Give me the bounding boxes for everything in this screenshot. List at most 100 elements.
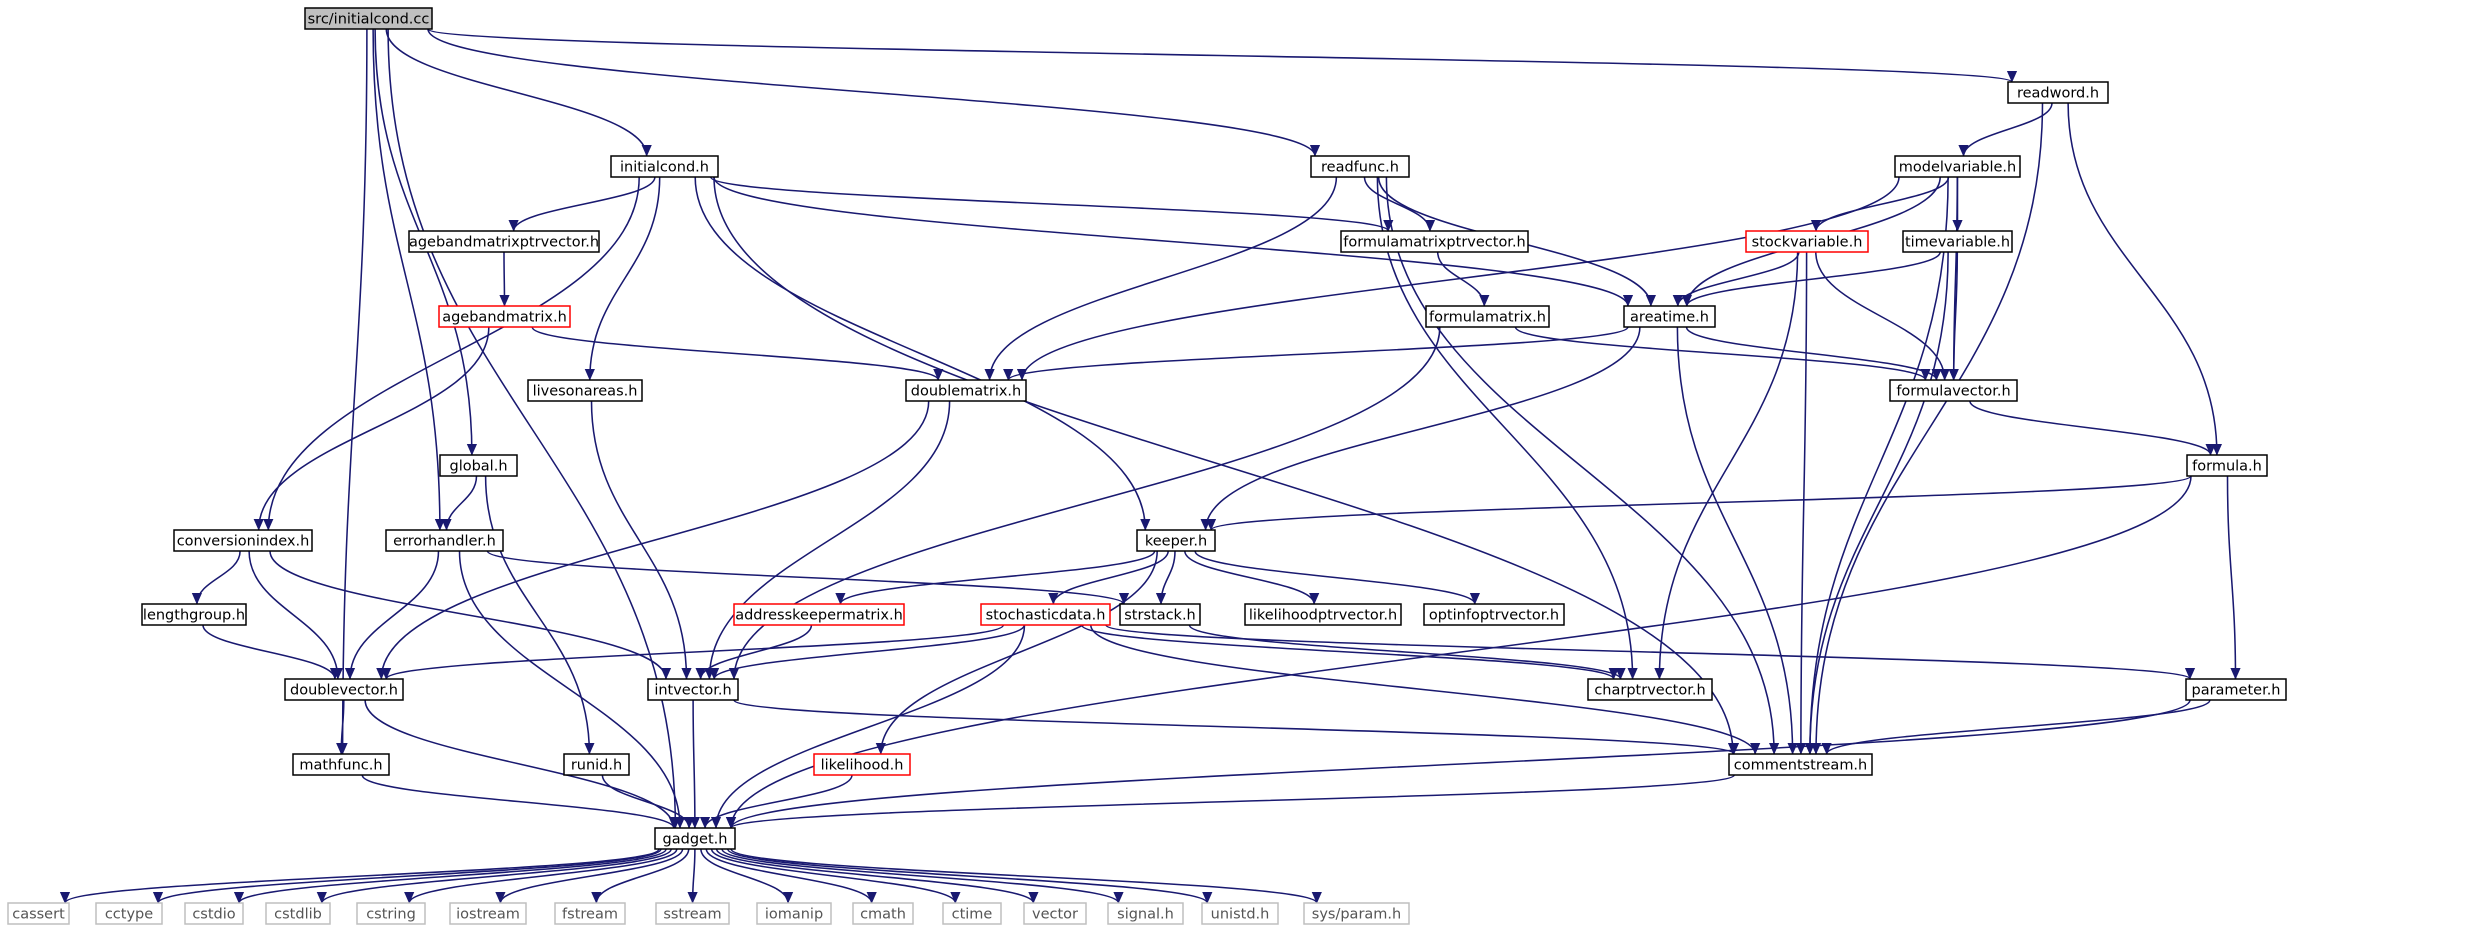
edge-root-to-readword <box>427 28 2017 83</box>
node-timevariable[interactable]: timevariable.h <box>1902 230 2013 253</box>
node-box-parameter <box>2185 678 2287 701</box>
node-readword[interactable]: readword.h <box>2007 81 2109 104</box>
edge-timevariable-to-areatime <box>1681 251 1941 307</box>
node-doublevector[interactable]: doublevector.h <box>284 678 404 701</box>
node-label-doublevector: doublevector.h <box>290 683 398 699</box>
node-lengthgroup[interactable]: lengthgroup.h <box>141 603 247 626</box>
node-formulamatrixptr[interactable]: formulamatrixptrvector.h <box>1340 230 1529 253</box>
node-box-gadget <box>654 827 736 850</box>
node-label-initialcond: initialcond.h <box>620 160 709 176</box>
node-label-formulamatrix: formulamatrix.h <box>1429 310 1546 326</box>
node-livesonareas[interactable]: livesonareas.h <box>527 379 643 402</box>
node-ctime[interactable]: ctime <box>942 902 1002 925</box>
edge-errorhandler-to-gadget <box>458 550 686 829</box>
node-stockvariable[interactable]: stockvariable.h <box>1745 230 1869 253</box>
node-cassert[interactable]: cassert <box>7 902 70 925</box>
node-intvector[interactable]: intvector.h <box>647 678 739 701</box>
node-iostream[interactable]: iostream <box>449 902 527 925</box>
node-likelihoodptr[interactable]: likelihoodptrvector.h <box>1244 603 1402 626</box>
node-readfunc[interactable]: readfunc.h <box>1310 155 1410 178</box>
node-cstring[interactable]: cstring <box>356 902 426 925</box>
node-box-likelihoodptr <box>1244 603 1402 626</box>
node-initialcond[interactable]: initialcond.h <box>610 155 719 178</box>
node-iomanip[interactable]: iomanip <box>756 902 832 925</box>
node-optinfo[interactable]: optinfoptrvector.h <box>1423 603 1565 626</box>
node-addresskeeper[interactable]: addresskeepermatrix.h <box>733 603 905 626</box>
edge-conversionindex-to-intvector <box>269 550 672 680</box>
edge-livesonareas-to-intvector <box>590 400 692 680</box>
node-box-livesonareas <box>527 379 643 402</box>
node-errorhandler[interactable]: errorhandler.h <box>385 529 504 552</box>
edge-global-to-errorhandler <box>441 475 478 531</box>
node-label-runid: runid.h <box>571 758 622 774</box>
node-conversionindex[interactable]: conversionindex.h <box>173 529 313 552</box>
node-sstream[interactable]: sstream <box>655 902 730 925</box>
node-mathfunc[interactable]: mathfunc.h <box>292 753 390 776</box>
node-box-stockvariable <box>1745 230 1869 253</box>
node-box-lengthgroup <box>141 603 247 626</box>
node-cstdio[interactable]: cstdio <box>184 902 244 925</box>
node-label-readword: readword.h <box>2017 86 2099 102</box>
node-modelvariable[interactable]: modelvariable.h <box>1894 155 2021 178</box>
node-label-likelihoodptr: likelihoodptrvector.h <box>1249 608 1397 624</box>
node-box-iomanip <box>756 902 832 925</box>
node-box-doublematrix <box>905 379 1027 402</box>
node-stochasticdata[interactable]: stochasticdata.h <box>980 603 1111 626</box>
edge-keeper-to-strstack <box>1155 550 1176 605</box>
edge-mathfunc-to-gadget <box>361 774 679 829</box>
node-strstack[interactable]: strstack.h <box>1119 603 1201 626</box>
node-label-keeper: keeper.h <box>1145 534 1207 550</box>
edge-formulavector-to-formula <box>1969 400 2216 456</box>
edge-stochasticdata-to-parameter <box>1105 624 2195 680</box>
edge-initialcond-to-conversionindex <box>263 176 640 531</box>
edge-doublematrix-to-intvector <box>704 400 951 680</box>
edge-doublevector-to-gadget <box>364 699 679 829</box>
node-formulavector[interactable]: formulavector.h <box>1889 379 2018 402</box>
node-parameter[interactable]: parameter.h <box>2185 678 2287 701</box>
node-agebandptr[interactable]: agebandmatrixptrvector.h <box>408 230 600 253</box>
node-box-readfunc <box>1310 155 1410 178</box>
edge-stochasticdata-to-commentstream <box>1090 624 1761 755</box>
node-fstream[interactable]: fstream <box>554 902 626 925</box>
edge-stochasticdata-to-gadget <box>710 624 1026 829</box>
edge-keeper-to-stochasticdata <box>1048 550 1169 605</box>
node-runid[interactable]: runid.h <box>563 753 630 776</box>
edge-agebandmatrix-to-conversionindex <box>253 326 490 531</box>
node-box-formula <box>2186 454 2268 477</box>
edge-gadget-to-unistd <box>726 848 1213 904</box>
edge-conversionindex-to-lengthgroup <box>191 550 241 605</box>
edge-stockvariable-to-commentstream <box>1795 251 1808 755</box>
node-doublematrix[interactable]: doublematrix.h <box>905 379 1027 402</box>
node-box-formulamatrix <box>1425 305 1550 328</box>
node-areatime[interactable]: areatime.h <box>1623 305 1716 328</box>
node-sysparam[interactable]: sys/param.h <box>1303 902 1410 925</box>
node-signal[interactable]: signal.h <box>1107 902 1184 925</box>
node-label-root: src/initialcond.cc <box>308 12 430 28</box>
node-box-modelvariable <box>1894 155 2021 178</box>
node-formulamatrix[interactable]: formulamatrix.h <box>1425 305 1550 328</box>
node-charptrvector[interactable]: charptrvector.h <box>1587 678 1713 701</box>
edge-areatime-to-formulavector <box>1685 326 1942 381</box>
node-commentstream[interactable]: commentstream.h <box>1728 753 1873 776</box>
node-cstdlib[interactable]: cstdlib <box>265 902 331 925</box>
node-label-cstring: cstring <box>366 907 416 923</box>
node-formula[interactable]: formula.h <box>2186 454 2268 477</box>
node-box-root <box>304 7 433 30</box>
node-unistd[interactable]: unistd.h <box>1201 902 1279 925</box>
edge-parameter-to-gadget <box>726 699 2191 829</box>
node-agebandmatrix[interactable]: agebandmatrix.h <box>438 305 571 328</box>
node-label-iomanip: iomanip <box>765 907 823 923</box>
node-keeper[interactable]: keeper.h <box>1136 529 1216 552</box>
node-cmath[interactable]: cmath <box>852 902 914 925</box>
edge-formulamatrixptr-to-formulamatrix <box>1436 251 1490 307</box>
edge-initialcond-to-commentstream <box>713 176 1739 755</box>
node-global[interactable]: global.h <box>439 454 518 477</box>
node-box-optinfo <box>1423 603 1565 626</box>
node-box-cmath <box>852 902 914 925</box>
node-cctype[interactable]: cctype <box>95 902 163 925</box>
node-likelihood[interactable]: likelihood.h <box>813 753 911 776</box>
edge-global-to-runid <box>484 475 595 755</box>
node-vector[interactable]: vector <box>1023 902 1087 925</box>
node-gadget[interactable]: gadget.h <box>654 827 736 850</box>
